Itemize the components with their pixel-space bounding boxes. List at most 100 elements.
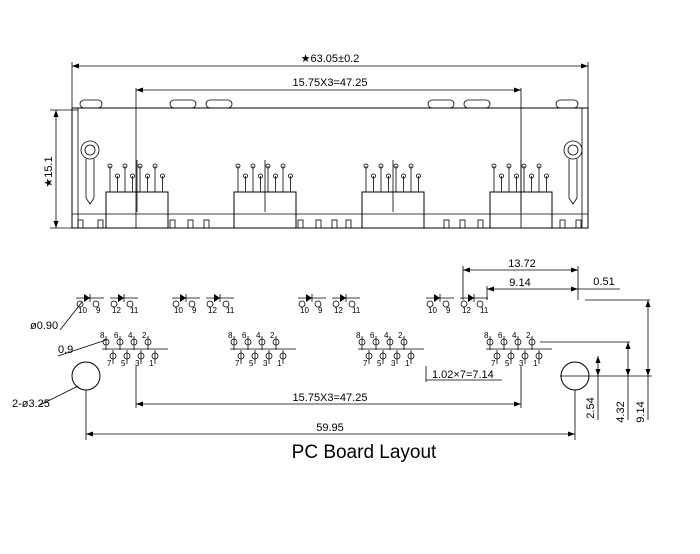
dim-0-51: 0.51 bbox=[593, 276, 614, 288]
pin-label-top: 4 bbox=[128, 331, 133, 340]
led-pad bbox=[172, 300, 180, 308]
pin-label-bottom: 5 bbox=[249, 359, 254, 368]
foot bbox=[575, 219, 582, 229]
top-pin-head bbox=[491, 163, 497, 169]
top-pin-head bbox=[401, 173, 406, 179]
height-label: ★15.1 bbox=[43, 156, 55, 187]
top-pin-head bbox=[122, 163, 128, 169]
foot bbox=[331, 219, 338, 229]
led-label: 12 bbox=[462, 306, 471, 315]
pin-label-bottom: 7 bbox=[235, 359, 240, 368]
foot bbox=[315, 219, 322, 229]
dim-0-9: 0.9 bbox=[58, 344, 73, 356]
pin-label-top: 2 bbox=[142, 331, 147, 340]
pin-label-top: 4 bbox=[512, 331, 517, 340]
led-pad bbox=[206, 300, 214, 308]
pin-label-top: 2 bbox=[398, 331, 403, 340]
top-pin-head bbox=[371, 173, 376, 179]
foot bbox=[459, 219, 466, 229]
led-pad bbox=[442, 300, 450, 308]
pin-label-bottom: 7 bbox=[363, 359, 368, 368]
bottom-feet bbox=[77, 219, 582, 229]
led-label: 12 bbox=[334, 306, 343, 315]
foot bbox=[203, 219, 210, 229]
top-pin-head bbox=[273, 173, 278, 179]
pin-label-bottom: 1 bbox=[277, 359, 282, 368]
dim-3-25: 2-ø3.25 bbox=[12, 398, 50, 410]
led-pad bbox=[332, 300, 340, 308]
led-pad bbox=[476, 300, 484, 308]
dim-2-54: 2.54 bbox=[585, 397, 597, 418]
led-label: 10 bbox=[428, 306, 437, 315]
led-label: 11 bbox=[226, 306, 235, 315]
foot bbox=[169, 219, 176, 229]
led-label: 12 bbox=[208, 306, 217, 315]
dim-0-90: ø0.90 bbox=[30, 320, 58, 332]
pin-label-bottom: 1 bbox=[149, 359, 154, 368]
top-pin-head bbox=[514, 173, 519, 179]
top-pin-head bbox=[115, 173, 120, 179]
pin-label-top: 8 bbox=[356, 331, 361, 340]
top-pin-head bbox=[499, 173, 504, 179]
led-label: 9 bbox=[446, 306, 451, 315]
top-pin-head bbox=[363, 163, 369, 169]
pin-label-bottom: 3 bbox=[519, 359, 524, 368]
foot bbox=[297, 219, 304, 229]
led-pad bbox=[126, 300, 134, 308]
pin-label-top: 6 bbox=[370, 331, 375, 340]
top-pin-head bbox=[243, 173, 248, 179]
led-label: 9 bbox=[192, 306, 197, 315]
led-pad bbox=[110, 300, 118, 308]
pin-label-top: 6 bbox=[498, 331, 503, 340]
foot bbox=[443, 219, 450, 229]
dim-4-32: 4.32 bbox=[615, 401, 627, 422]
layout-title: PC Board Layout bbox=[292, 442, 437, 463]
top-pin-head bbox=[130, 173, 135, 179]
top-pin-head bbox=[536, 163, 542, 169]
top-pin-head bbox=[280, 163, 286, 169]
pin-label-top: 8 bbox=[484, 331, 489, 340]
pitch-bottom-label: 15.75X3=47.25 bbox=[293, 392, 368, 404]
led-pad bbox=[92, 300, 100, 308]
top-pin-head bbox=[145, 173, 150, 179]
foot bbox=[345, 219, 352, 229]
foot bbox=[77, 219, 84, 229]
led-pad bbox=[188, 300, 196, 308]
led-pad bbox=[460, 300, 468, 308]
led-pad bbox=[76, 300, 84, 308]
top-pin-head bbox=[506, 163, 512, 169]
pin-label-bottom: 1 bbox=[533, 359, 538, 368]
foot bbox=[477, 219, 484, 229]
pin-label-bottom: 1 bbox=[405, 359, 410, 368]
led-label: 10 bbox=[78, 306, 87, 315]
pin-label-bottom: 5 bbox=[505, 359, 510, 368]
led-diode-icon bbox=[180, 294, 186, 302]
pitch-label: 15.75X3=47.25 bbox=[293, 77, 368, 89]
top-pin-head bbox=[107, 163, 113, 169]
led-diode-icon bbox=[84, 294, 90, 302]
pin-label-top: 6 bbox=[242, 331, 247, 340]
top-pin-head bbox=[378, 163, 384, 169]
led-label: 9 bbox=[318, 306, 323, 315]
mounting-hole-left bbox=[71, 361, 101, 391]
pin-label-top: 2 bbox=[526, 331, 531, 340]
dim-13-72: 13.72 bbox=[508, 258, 536, 270]
foot bbox=[187, 219, 194, 229]
top-pin-head bbox=[544, 173, 549, 179]
top-pin-head bbox=[250, 163, 256, 169]
led-diode-icon bbox=[306, 294, 312, 302]
top-pins bbox=[107, 160, 549, 212]
top-pin-head bbox=[393, 163, 399, 169]
led-label: 12 bbox=[112, 306, 121, 315]
pin-label-bottom: 7 bbox=[107, 359, 112, 368]
led-pad bbox=[222, 300, 230, 308]
top-pin-head bbox=[152, 163, 158, 169]
top-pin-head bbox=[386, 173, 391, 179]
led-diode-icon bbox=[468, 294, 474, 302]
top-pin-head bbox=[408, 163, 414, 169]
dim-pin-pitch: 1.02×7=7.14 bbox=[432, 369, 494, 381]
pin-label-top: 8 bbox=[228, 331, 233, 340]
pin-label-bottom: 5 bbox=[121, 359, 126, 368]
pin-label-top: 2 bbox=[270, 331, 275, 340]
